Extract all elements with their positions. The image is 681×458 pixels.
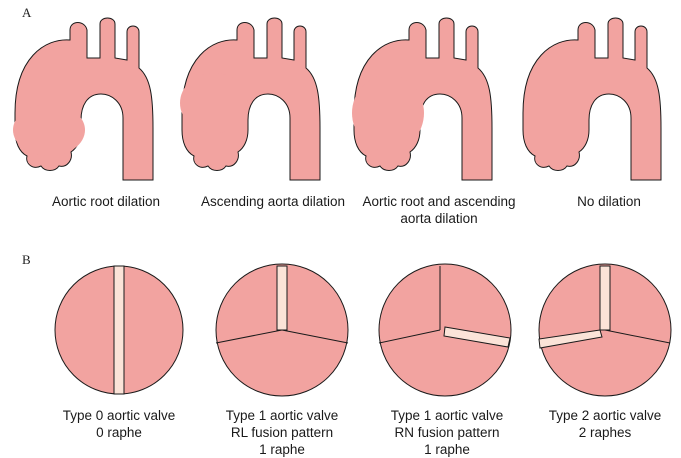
valve-type-1-rl	[216, 264, 348, 396]
ascending-bulge	[180, 73, 248, 133]
raphe	[114, 266, 124, 394]
caption-no-dilation: No dilation	[524, 193, 681, 210]
caption-type-1-rn-valve: Type 1 aortic valve RN fusion pattern 1 …	[362, 407, 532, 458]
aorta-ascending-dilation	[180, 18, 320, 180]
aorta-root-dilation	[13, 18, 153, 180]
caption-type-0-valve: Type 0 aortic valve 0 raphe	[34, 407, 204, 441]
caption-type-1-rl-valve: Type 1 aortic valve RL fusion pattern 1 …	[197, 407, 367, 458]
valve-type-0	[55, 266, 183, 394]
caption-type-2-valve: Type 2 aortic valve 2 raphes	[520, 407, 681, 441]
aorta-root-and-ascending-dilation	[352, 18, 492, 180]
raphe	[600, 266, 610, 330]
caption-root-and-ascending-dilation: Aortic root and ascending aorta dilation	[354, 193, 524, 227]
caption-aortic-root-dilation: Aortic root dilation	[21, 193, 191, 210]
valve-type-1-rn	[379, 264, 511, 396]
valve-type-2	[539, 264, 671, 396]
caption-ascending-aorta-dilation: Ascending aorta dilation	[188, 193, 358, 210]
root-bulge	[13, 104, 85, 156]
combined-bulge	[352, 75, 424, 151]
aorta-no-dilation	[523, 18, 661, 180]
raphe	[277, 266, 287, 330]
